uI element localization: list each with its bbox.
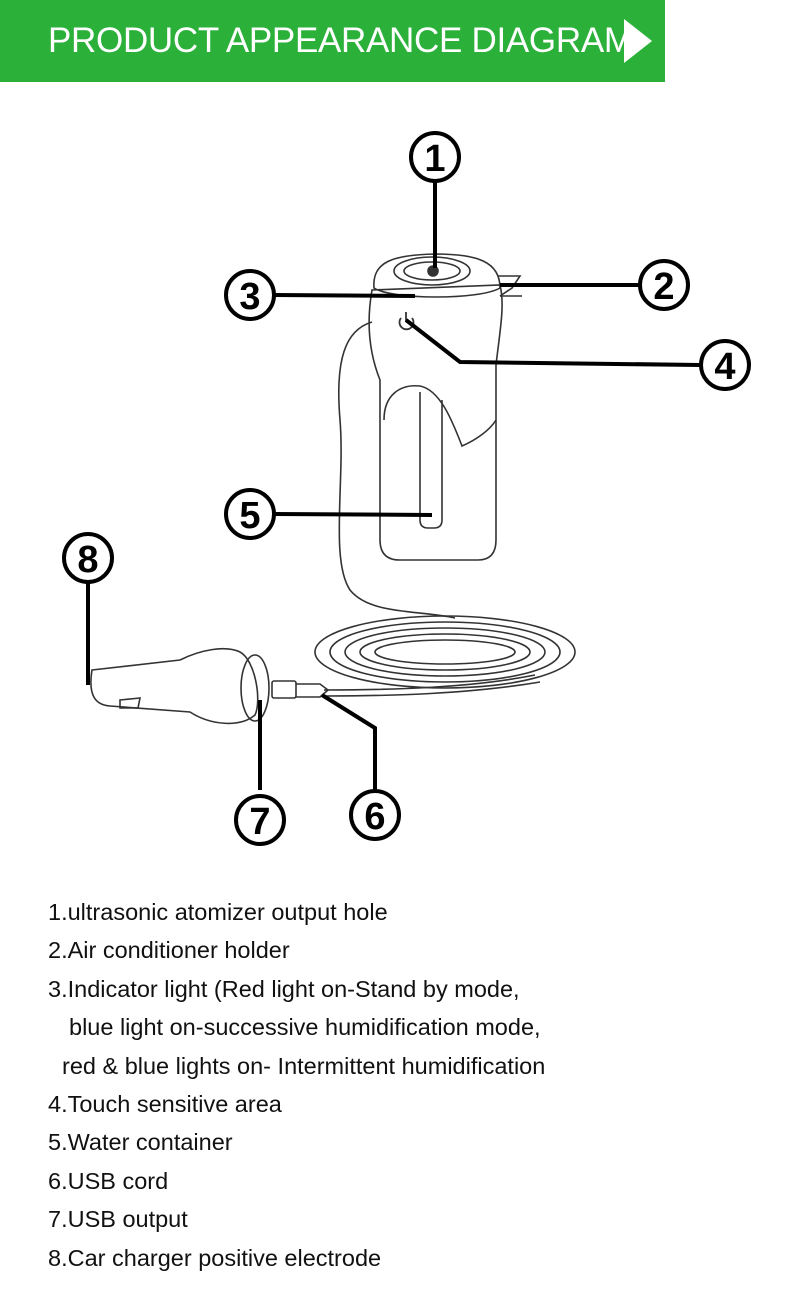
parts-legend: 1.ultrasonic atomizer output hole 2.Air …: [48, 893, 545, 1277]
callout-5: 5: [239, 495, 260, 537]
humidifier-lid: [373, 253, 501, 298]
callout-2: 2: [653, 266, 674, 308]
header-banner: PRODUCT APPEARANCE DIAGRAM: [0, 0, 665, 82]
play-arrow-icon: [624, 19, 652, 63]
legend-item: 3.Indicator light (Red light on-Stand by…: [48, 975, 520, 1002]
legend-item: blue light on-successive humidification …: [69, 1014, 541, 1041]
callout-6: 6: [364, 796, 385, 838]
legend-item: 8.Car charger positive electrode: [48, 1244, 382, 1271]
product-diagram: 1 2 3 4 5 6 7 8: [62, 131, 751, 846]
car-charger: [90, 647, 259, 725]
page-title: PRODUCT APPEARANCE DIAGRAM: [48, 21, 633, 60]
usb-plug: [271, 680, 297, 699]
callout-3: 3: [239, 276, 260, 318]
callout-4: 4: [714, 346, 735, 388]
callout-7: 7: [249, 801, 270, 843]
legend-item: 4.Touch sensitive area: [48, 1090, 282, 1117]
callout-8: 8: [77, 539, 98, 581]
holder-clip: [498, 275, 522, 297]
legend-item: 5.Water container: [48, 1129, 233, 1156]
legend-item: red & blue lights on- Intermittent humid…: [62, 1052, 546, 1079]
power-icon: [398, 317, 415, 331]
legend-item: 1.ultrasonic atomizer output hole: [48, 899, 388, 925]
legend-item: 6.USB cord: [48, 1167, 169, 1194]
callout-1: 1: [424, 138, 445, 180]
humidifier-body: [368, 284, 503, 561]
legend-item: 7.USB output: [48, 1206, 188, 1233]
legend-item: 2.Air conditioner holder: [48, 937, 290, 964]
